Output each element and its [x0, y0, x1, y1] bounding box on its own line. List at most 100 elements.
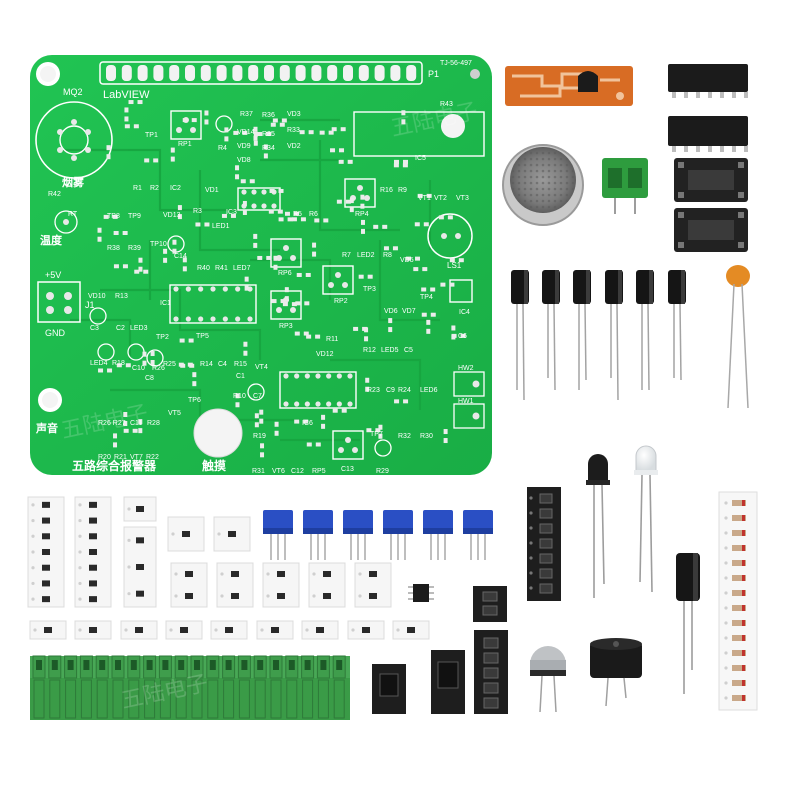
diode [732, 500, 746, 506]
smd-pad [373, 224, 379, 229]
reference-designator: R18 [112, 360, 125, 367]
trimmer-pad [357, 185, 363, 191]
smd-pad [312, 251, 317, 257]
smd-pad [319, 130, 325, 135]
reference-designator: IC5 [415, 155, 426, 162]
tape-hole [31, 581, 35, 586]
reference-designator: R38 [107, 245, 120, 252]
smd-pad [315, 442, 321, 447]
ic-pin [261, 189, 267, 195]
reference-designator: IC1 [160, 300, 171, 307]
smd-pad [401, 110, 406, 116]
smd-pad [112, 214, 118, 219]
reference-designator: R32 [398, 433, 411, 440]
tape-hole [396, 628, 400, 632]
smd-pad [406, 256, 412, 261]
smd-pad [204, 222, 210, 227]
tape-hole [127, 507, 131, 511]
smd-part [42, 580, 50, 587]
black-smd-tape-1 [527, 487, 561, 601]
smd-pad [266, 255, 272, 260]
tape-hole [724, 546, 728, 550]
smd-pad [358, 274, 364, 279]
smd-part [42, 549, 50, 555]
smd-part [185, 593, 193, 599]
ic-pin [294, 373, 300, 379]
reference-designator: VT1 [418, 195, 431, 202]
ic-pin [304, 373, 310, 379]
smd-tape-strips [27, 496, 430, 640]
smd-pad [349, 198, 354, 204]
smd-pad [235, 165, 240, 171]
smd-pad [244, 276, 249, 282]
tape-pocket [482, 591, 498, 602]
hw1-label: HW1 [458, 398, 474, 405]
smd-part [316, 627, 324, 633]
header-pin-body [144, 679, 156, 719]
reference-designator: R6 [309, 211, 318, 218]
trimmer-base [303, 528, 333, 534]
tape-hole [220, 594, 224, 598]
header-pin-body [33, 679, 45, 719]
header-pin-body [333, 679, 345, 719]
header-pad [295, 65, 306, 81]
reference-designator: VD5 [400, 257, 414, 264]
smd-pad [144, 158, 150, 163]
ic-pin [198, 286, 204, 292]
smd-pad [362, 326, 368, 331]
tape-hole [724, 516, 728, 520]
tape-hole [217, 532, 221, 536]
smd-pad [304, 301, 310, 306]
reference-designator: R39 [128, 245, 141, 252]
smd-pad [240, 179, 246, 184]
sound-label: 声音 [35, 421, 58, 435]
smd-pad [402, 163, 408, 168]
tape-pocket [539, 523, 553, 534]
tape-hole [724, 666, 728, 670]
reference-designator: LED4 [90, 360, 108, 367]
mq2-label: MQ2 [63, 87, 83, 97]
smd-pad [123, 420, 128, 426]
smd-pad [393, 159, 399, 164]
smd-pad [235, 402, 240, 408]
smd-pad [339, 148, 345, 153]
smd-pad [263, 153, 268, 159]
smd-pad [204, 110, 209, 116]
smd-pad [323, 218, 329, 223]
tape-hole [724, 501, 728, 505]
smd-pad [421, 287, 427, 292]
diode-band [742, 545, 745, 551]
smd-pad [367, 274, 373, 279]
tape-hole [305, 628, 309, 632]
reference-designator: TP8 [107, 213, 120, 220]
smd-pad [125, 363, 131, 368]
brand-label: LabVIEW [103, 89, 150, 101]
tape-hole [171, 532, 175, 536]
header-slot [83, 660, 90, 670]
smd-pad [440, 282, 446, 287]
smd-pad [221, 213, 227, 218]
smd-pad [422, 267, 428, 272]
paper-tape [354, 562, 392, 608]
reference-designator: LED5 [381, 347, 399, 354]
reference-designator: IC6 [302, 420, 313, 427]
smd-part [323, 571, 331, 577]
header-pad [185, 65, 195, 81]
tape-hole [724, 591, 728, 595]
smd-pad [287, 217, 293, 222]
smd-part [44, 627, 52, 633]
header-pad [311, 65, 322, 81]
smd-part [42, 501, 50, 508]
ceramic-capacitor [726, 265, 750, 409]
trimmer-pad [338, 447, 344, 453]
smd-pad [97, 236, 102, 242]
smd-pad [244, 285, 249, 291]
smd-pad [281, 118, 287, 123]
tape-hole [266, 572, 270, 576]
smd-pad [124, 124, 130, 129]
smd-pad [257, 255, 263, 260]
tape-hole [724, 606, 728, 610]
smd-pad [321, 414, 326, 420]
tape-hole [78, 581, 82, 586]
reference-designator: LED2 [357, 252, 375, 259]
